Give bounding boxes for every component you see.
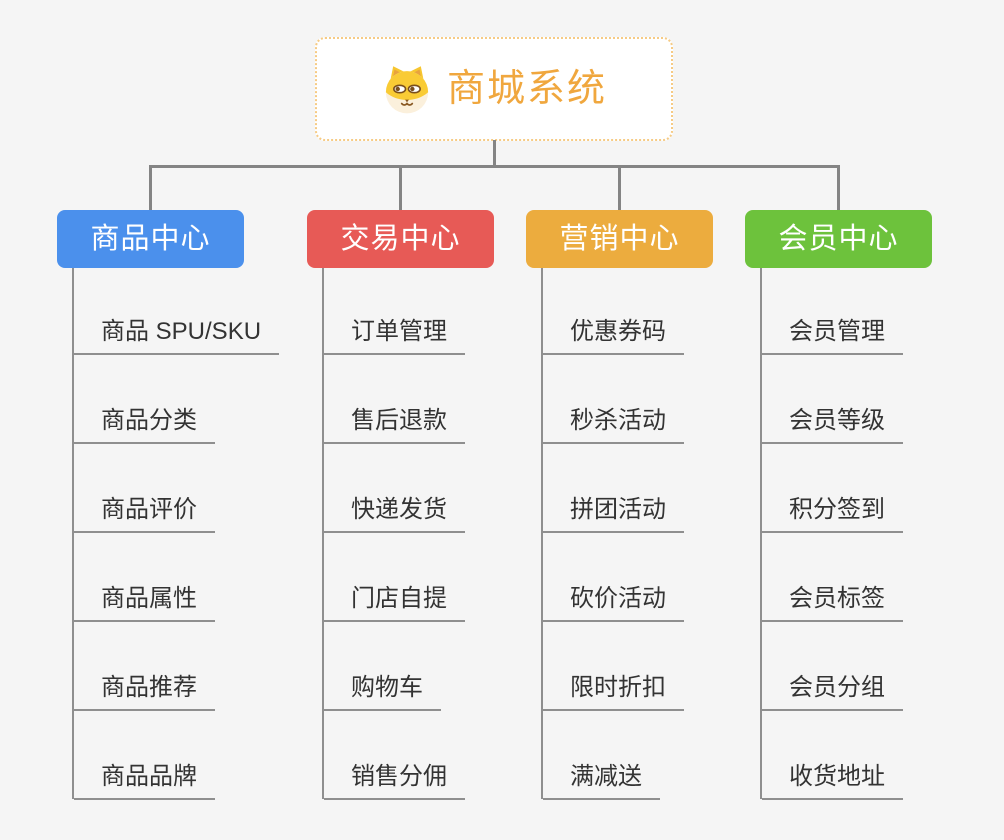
sub-topic-full-reduction[interactable]: 满减送 <box>543 765 660 800</box>
sub-topic-bargain-activity[interactable]: 砍价活动 <box>543 587 684 622</box>
sub-topic-member-level[interactable]: 会员等级 <box>762 409 903 444</box>
root-topic-label: 商城系统 <box>446 68 607 110</box>
sub-topic-sales-commission[interactable]: 销售分佣 <box>324 765 465 800</box>
root-topic[interactable]: 商城系统 <box>315 37 673 141</box>
sub-topic-product-brand[interactable]: 商品品牌 <box>74 765 215 800</box>
branch-node-member-center[interactable]: 会员中心 <box>745 210 932 268</box>
branch-column-member-center: 会员管理 会员等级 积分签到 会员标签 会员分组 收货地址 <box>760 268 992 800</box>
branch-column-trade-center: 订单管理 售后退款 快递发货 门店自提 购物车 销售分佣 <box>322 268 554 800</box>
branch-node-product-center[interactable]: 商品中心 <box>57 210 244 268</box>
sub-topic-order-management[interactable]: 订单管理 <box>324 320 465 355</box>
sub-topic-store-pickup[interactable]: 门店自提 <box>324 587 465 622</box>
connector-drop-4 <box>837 165 840 211</box>
sub-topic-coupon-code[interactable]: 优惠券码 <box>543 320 684 355</box>
connector-drop-1 <box>149 165 152 211</box>
connector-drop-2 <box>399 165 402 211</box>
sub-topic-limited-time-discount[interactable]: 限时折扣 <box>543 676 684 711</box>
sub-topic-member-tags[interactable]: 会员标签 <box>762 587 903 622</box>
sub-topic-group-buy[interactable]: 拼团活动 <box>543 498 684 533</box>
sub-topic-product-review[interactable]: 商品评价 <box>74 498 215 533</box>
connector-horizontal <box>149 165 840 168</box>
connector-root-stub <box>493 140 496 167</box>
sub-topic-shipping-address[interactable]: 收货地址 <box>762 765 903 800</box>
sub-topic-after-sale-refund[interactable]: 售后退款 <box>324 409 465 444</box>
sub-topic-product-category[interactable]: 商品分类 <box>74 409 215 444</box>
sub-topic-points-checkin[interactable]: 积分签到 <box>762 498 903 533</box>
sub-topic-product-attribute[interactable]: 商品属性 <box>74 587 215 622</box>
dog-face-icon <box>385 66 429 114</box>
branch-column-marketing-center: 优惠券码 秒杀活动 拼团活动 砍价活动 限时折扣 满减送 <box>541 268 773 800</box>
connector-drop-3 <box>618 165 621 211</box>
branch-node-marketing-center[interactable]: 营销中心 <box>526 210 713 268</box>
sub-topic-flash-sale[interactable]: 秒杀活动 <box>543 409 684 444</box>
sub-topic-member-management[interactable]: 会员管理 <box>762 320 903 355</box>
branch-node-trade-center[interactable]: 交易中心 <box>307 210 494 268</box>
branch-column-product-center: 商品 SPU/SKU 商品分类 商品评价 商品属性 商品推荐 商品品牌 <box>72 268 304 800</box>
sub-topic-express-delivery[interactable]: 快递发货 <box>324 498 465 533</box>
sub-topic-product-spu-sku[interactable]: 商品 SPU/SKU <box>74 320 280 355</box>
sub-topic-product-recommend[interactable]: 商品推荐 <box>74 676 215 711</box>
sub-topic-member-groups[interactable]: 会员分组 <box>762 676 903 711</box>
sub-topic-shopping-cart[interactable]: 购物车 <box>324 676 441 711</box>
